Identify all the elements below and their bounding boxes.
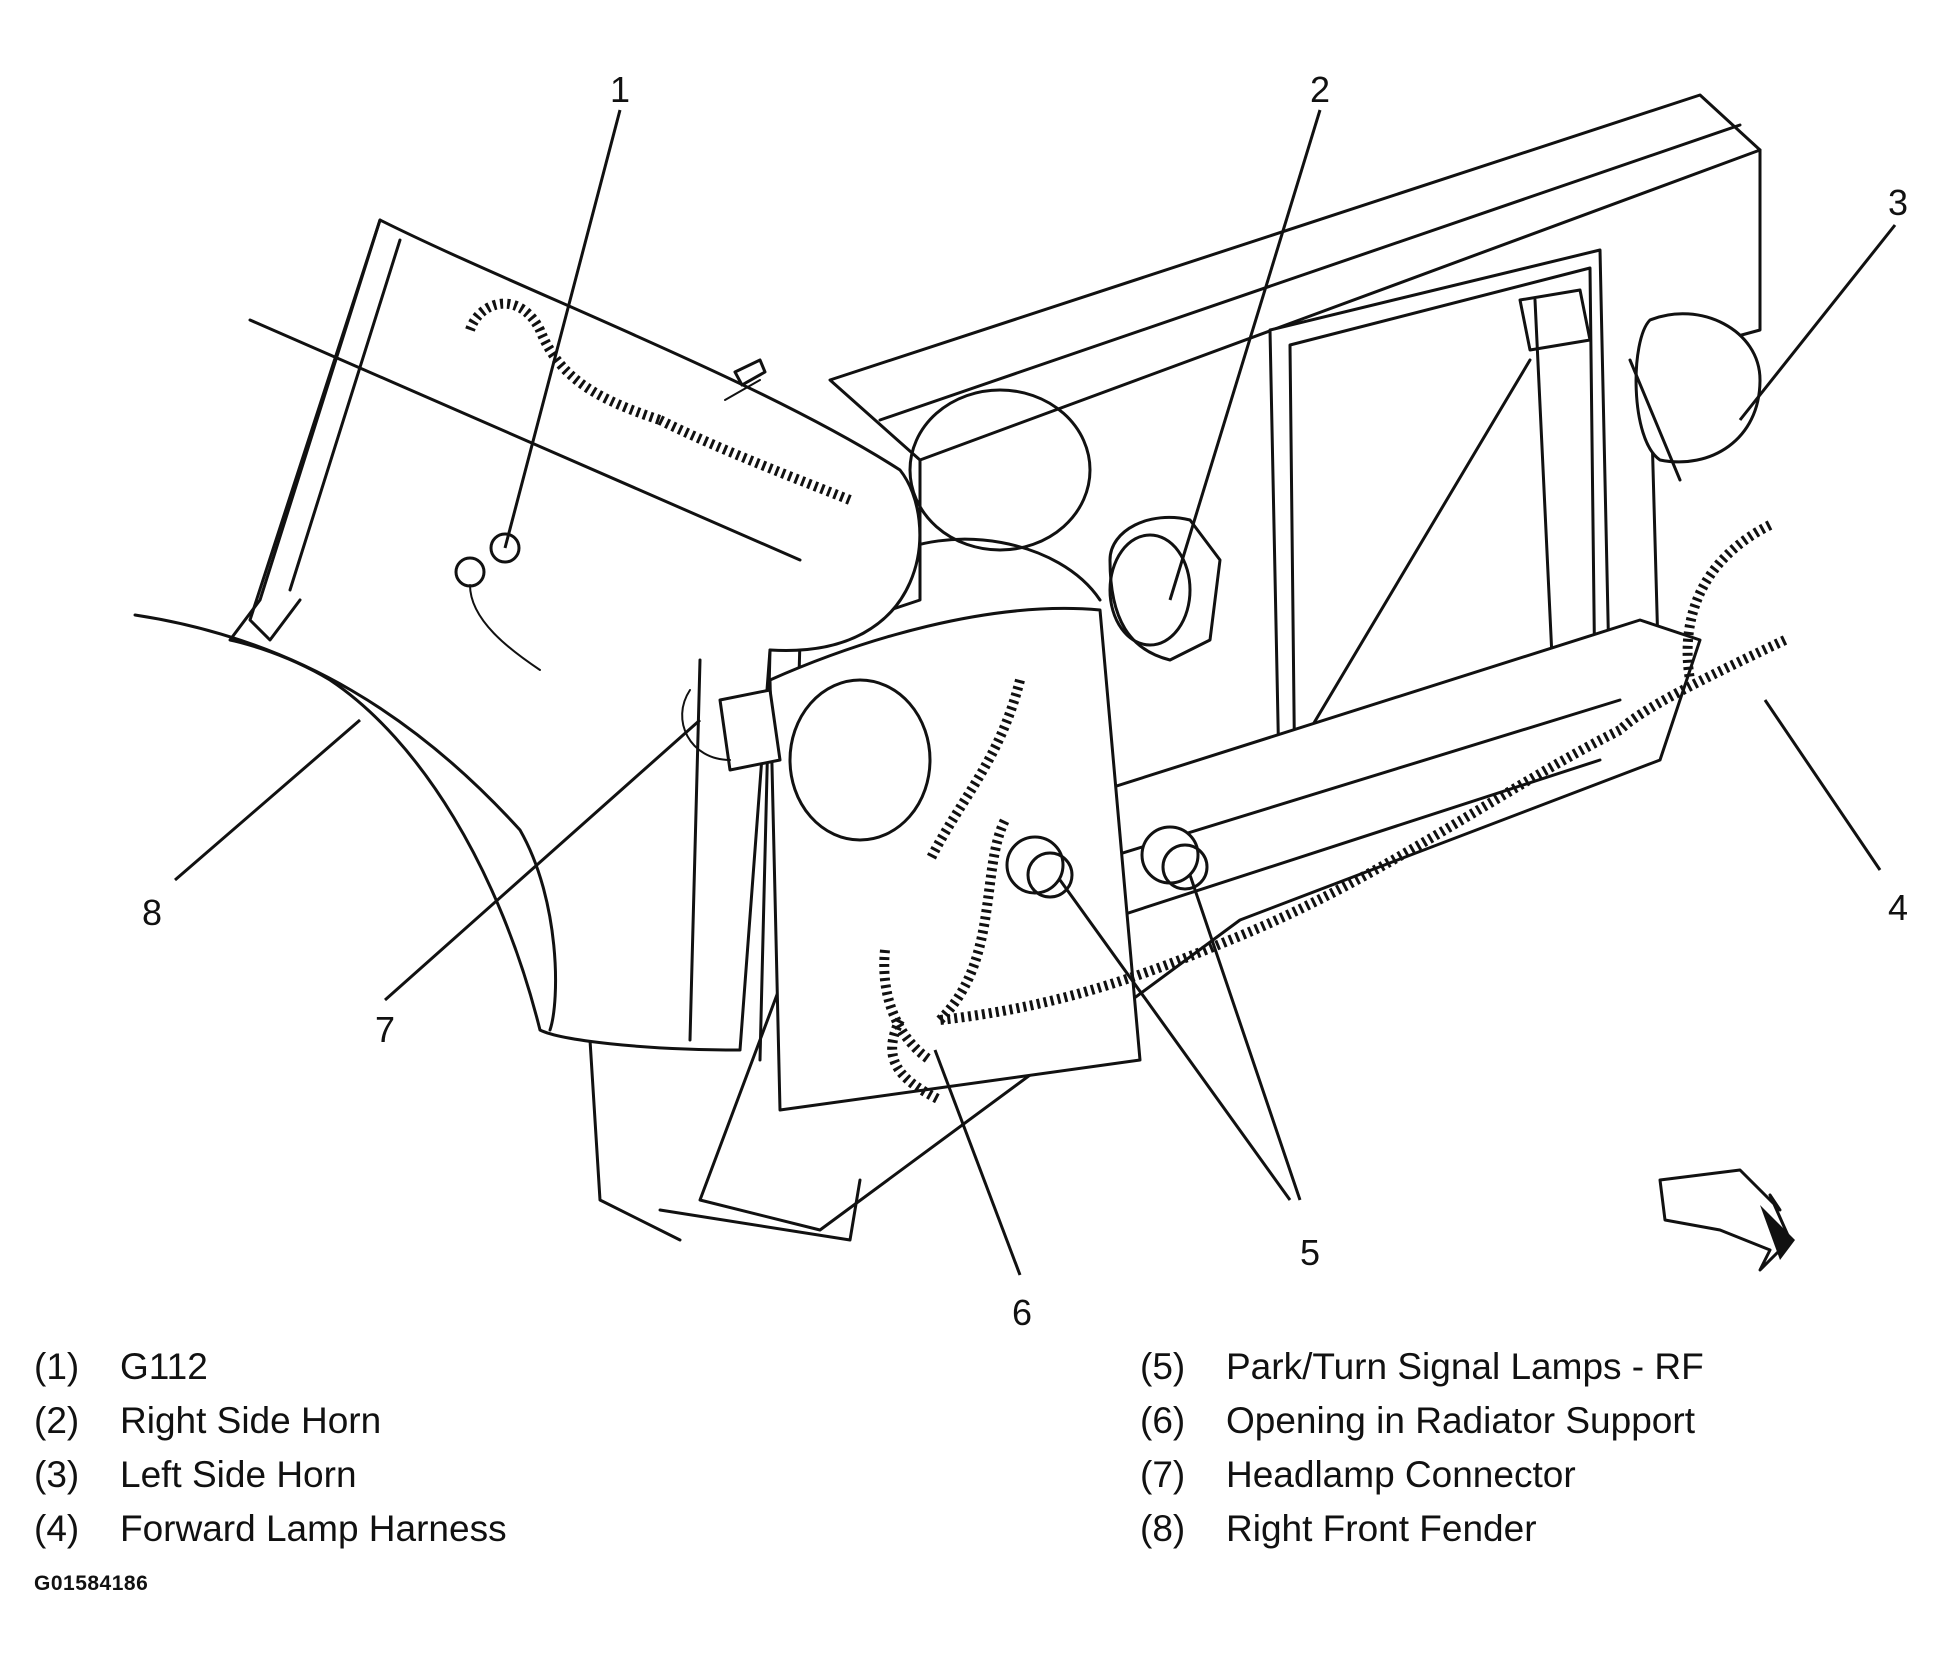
component-location-diagram: 1 2 3 4 5 6 7 8 [133,69,1908,1330]
legend-number: (1) [34,1346,80,1387]
forward-lamp-harness [465,298,1788,1105]
legend-item: (3) Left Side Horn [34,1448,507,1502]
direction-arrow-icon [1658,1168,1795,1272]
legend-item: (5) Park/Turn Signal Lamps - RF [1140,1340,1704,1394]
callout-8: 8 [142,892,162,933]
legend-number: (3) [34,1454,80,1495]
callout-leaders [174,109,1897,1276]
legend-number: (4) [34,1508,80,1549]
callout-4: 4 [1888,887,1908,928]
park-turn-signal-lamps [1005,825,1209,899]
figure-code: G01584186 [34,1572,149,1595]
legend-label: Forward Lamp Harness [120,1508,507,1549]
legend-label: Headlamp Connector [1226,1454,1576,1495]
legend-number: (7) [1140,1454,1186,1495]
legend-number: (2) [34,1400,80,1441]
callout-1: 1 [610,69,630,110]
callout-6: 6 [1012,1292,1032,1330]
legend-item: (6) Opening in Radiator Support [1140,1394,1704,1448]
legend-item: (1) G112 [34,1340,507,1394]
radiator-support [588,93,1762,1242]
legend-number: (6) [1140,1400,1186,1441]
legend-item: (8) Right Front Fender [1140,1502,1704,1556]
callout-5: 5 [1300,1232,1320,1273]
legend-label: G112 [120,1346,208,1387]
callout-2: 2 [1310,69,1330,110]
callout-7: 7 [375,1009,395,1050]
legend-label: Left Side Horn [120,1454,357,1495]
callout-3: 3 [1888,182,1908,223]
legend-label: Opening in Radiator Support [1226,1400,1695,1441]
legend-item: (2) Right Side Horn [34,1394,507,1448]
legend-label: Right Front Fender [1226,1508,1537,1549]
legend-label: Park/Turn Signal Lamps - RF [1226,1346,1704,1387]
legend-label: Right Side Horn [120,1400,382,1441]
legend-item: (7) Headlamp Connector [1140,1448,1704,1502]
left-side-horn [1628,312,1762,482]
legend-column-right: (5) Park/Turn Signal Lamps - RF (6) Openin… [1140,1340,1704,1556]
legend-number: (8) [1140,1508,1186,1549]
legend-column-left: (1) G112 (2) Right Side Horn (3) Left Side … [34,1340,507,1556]
legend-number: (5) [1140,1346,1186,1387]
headlamp-connector [681,688,782,772]
legend: (1) G112 (2) Right Side Horn (3) Left Side … [0,1340,1937,1590]
right-side-horn [1108,515,1222,662]
legend-item: (4) Forward Lamp Harness [34,1502,507,1556]
